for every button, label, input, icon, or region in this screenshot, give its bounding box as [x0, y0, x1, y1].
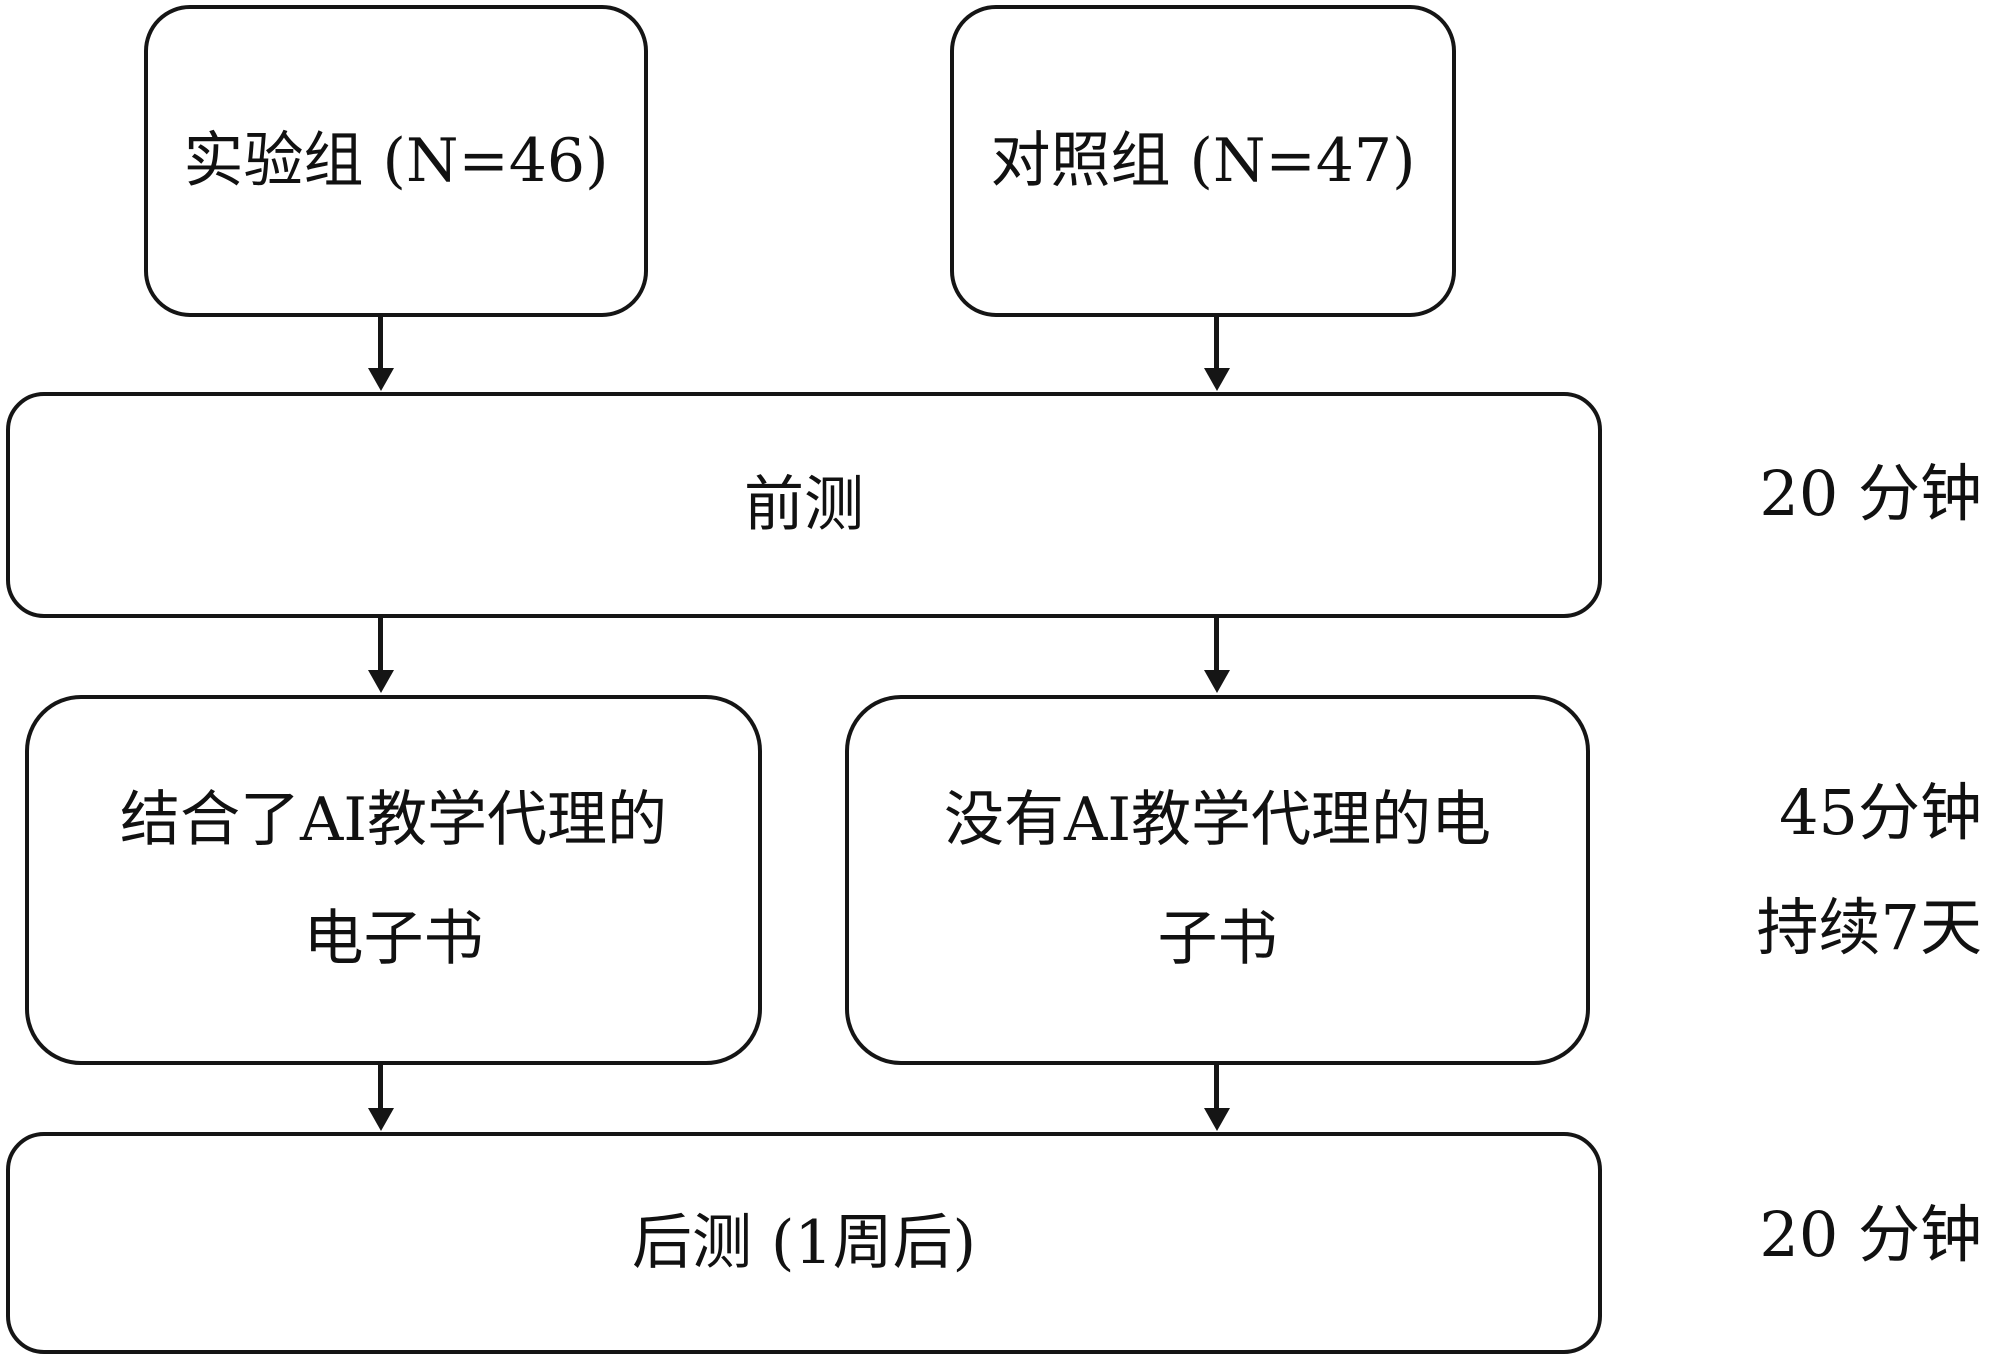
posttest-label: 后测 (1周后)	[631, 1207, 977, 1278]
experimental-group-box: 实验组 (N=46)	[144, 5, 648, 317]
arrow-stem	[1214, 618, 1219, 671]
pretest-duration-label: 20 分钟	[1759, 457, 1982, 530]
intervention-duration-line1: 45分钟	[1779, 776, 1982, 849]
intervention-duration-label: 45分钟 持续7天	[1757, 755, 1982, 985]
ai-ebook-box: 结合了AI教学代理的 电子书	[25, 695, 762, 1065]
posttest-box: 后测 (1周后)	[6, 1132, 1602, 1354]
arrow-stem	[378, 317, 383, 369]
arrow-head-icon	[368, 1108, 394, 1131]
ai-ebook-label-line1: 结合了AI教学代理的	[119, 785, 668, 855]
arrow-stem	[378, 1065, 383, 1109]
arrow-stem	[1214, 1065, 1219, 1109]
no-ai-ebook-label-line1: 没有AI教学代理的电	[943, 785, 1492, 855]
arrow-stem	[1214, 317, 1219, 369]
experimental-group-label: 实验组 (N=46)	[183, 125, 609, 196]
arrow-head-icon	[368, 368, 394, 391]
arrow-stem	[378, 618, 383, 671]
arrow-head-icon	[1204, 368, 1230, 391]
ai-ebook-label-line2: 电子书	[303, 904, 484, 974]
control-group-box: 对照组 (N=47)	[950, 5, 1456, 317]
arrow-head-icon	[368, 670, 394, 693]
pretest-label: 前测	[744, 469, 864, 540]
arrow-head-icon	[1204, 670, 1230, 693]
arrow-head-icon	[1204, 1108, 1230, 1131]
pretest-box: 前测	[6, 392, 1602, 618]
control-group-label: 对照组 (N=47)	[990, 125, 1416, 196]
intervention-duration-line2: 持续7天	[1756, 891, 1982, 964]
no-ai-ebook-box: 没有AI教学代理的电 子书	[845, 695, 1590, 1065]
no-ai-ebook-label-line2: 子书	[1157, 904, 1278, 974]
posttest-duration-label: 20 分钟	[1759, 1198, 1982, 1271]
